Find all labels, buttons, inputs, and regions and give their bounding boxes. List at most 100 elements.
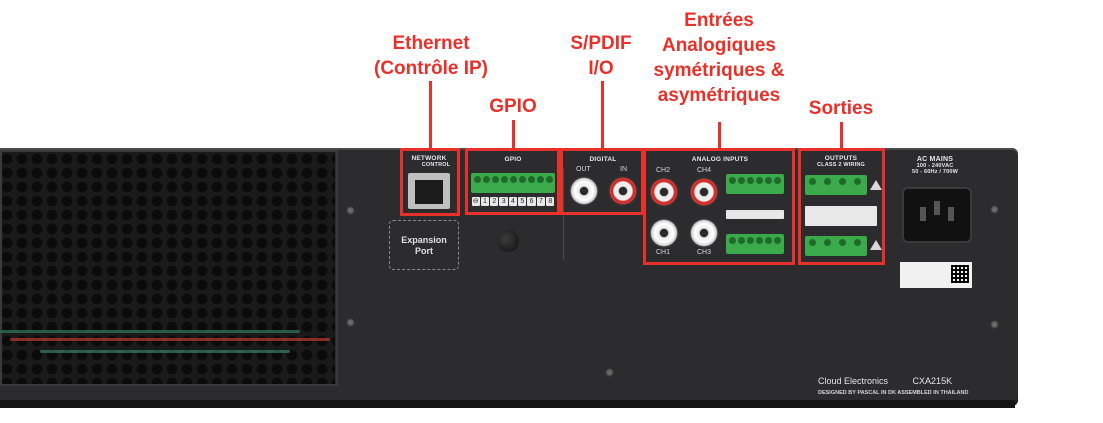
terminal-pin [774,177,781,184]
terminal-pin [729,177,736,184]
callout-spdif-line1: S/PDIF [570,33,632,54]
network-label-line1: NETWORK [411,155,447,162]
ground-post[interactable] [497,230,519,252]
internal-wire-red [10,338,330,341]
ethernet-port-socket [415,180,443,204]
analog-ch3-jack[interactable] [689,218,719,248]
callout-gpio: GPIO [489,96,537,117]
gpio-pin-label: ⊖ [471,197,480,206]
digital-in-label: IN [620,166,627,173]
outputs-label-line2: CLASS 2 WIRING [816,162,866,168]
leader-gpio [512,120,515,149]
outputs-terminal-bottom[interactable] [805,236,867,256]
inlet-pin [948,207,954,221]
warning-icon [870,240,882,250]
outputs-terminal-top[interactable] [805,175,867,195]
leader-ethernet [429,81,432,149]
gpio-pin-label: 5 [518,197,527,206]
callout-analog-line2: Analogiques [661,35,776,56]
internal-wire-green [0,330,300,333]
analog-ch4-label: CH4 [697,167,712,174]
ac-mains-line1: 100 - 240VAC [916,163,954,169]
gpio-pin-label: 3 [499,197,508,206]
analog-ch4-jack[interactable] [689,177,719,207]
callout-analog-line4: asymétriques [657,85,781,106]
analog-terminal-ch3-ch4[interactable] [726,234,784,254]
internal-wire-teal [40,350,290,353]
terminal-pin [854,178,861,185]
terminal-pin [824,239,831,246]
analog-ch3-label: CH3 [697,249,712,256]
callout-ethernet-line1: Ethernet [392,33,470,54]
terminal-pin [546,176,553,183]
qr-code-icon [951,265,969,283]
terminal-pin [809,178,816,185]
gpio-pin-label: 6 [527,197,536,206]
screw [605,368,614,377]
gpio-pin-label: 4 [508,197,518,206]
leader-analog [718,122,721,149]
expansion-line2: Port [415,246,433,256]
ac-mains-title: AC MAINS [916,156,954,163]
terminal-pin [747,177,754,184]
terminal-pin [765,177,772,184]
callout-spdif-line2: I/O [588,58,614,79]
ac-power-inlet[interactable] [902,187,972,243]
gpio-pin-label: 1 [480,197,490,206]
leader-spdif [601,81,604,149]
terminal-pin [747,237,754,244]
network-label-line2: CONTROL [421,162,451,168]
ethernet-port[interactable] [408,173,450,209]
callout-analog: Entrées Analogiques symétriques & asymét… [640,8,798,108]
analog-pin-legend [726,210,784,219]
chassis-bottom-edge [0,400,1015,408]
terminal-pin [824,178,831,185]
terminal-pin [854,239,861,246]
terminal-pin [519,176,526,183]
terminal-pin [774,237,781,244]
terminal-pin [809,239,816,246]
outputs-label-line1: OUTPUTS [824,155,858,162]
gpio-label: GPIO [504,156,522,163]
terminal-pin [756,237,763,244]
highlight-gpio [465,148,560,215]
terminal-pin [729,237,736,244]
spdif-in-jack[interactable] [608,176,638,206]
analog-terminal-ch1-ch2[interactable] [726,174,784,194]
spdif-out-jack[interactable] [569,176,599,206]
analog-ch1-jack[interactable] [649,218,679,248]
terminal-pin [839,239,846,246]
callout-analog-line1: Entrées [684,10,754,31]
ac-mains-line2: 50 - 60Hz / 700W [912,169,958,175]
terminal-pin [839,178,846,185]
gpio-terminal-block[interactable] [471,173,555,193]
warning-icon [870,180,882,190]
terminal-pin [474,176,481,183]
outputs-wiring-legend [805,206,877,226]
brand-line: Cloud Electronics CXA215K [818,376,952,386]
designed-by-text: DESIGNED BY PASCAL IN DK ASSEMBLED IN TH… [818,390,969,396]
highlight-spdif [560,148,644,215]
callout-ethernet-line2: (Contrôle IP) [374,58,488,79]
gpio-pin-labels: ⊖ 1 2 3 4 5 6 7 8 [471,197,555,207]
terminal-pin [528,176,535,183]
terminal-pin [483,176,490,183]
analog-ch2-jack[interactable] [649,177,679,207]
gpio-pin-label: 2 [490,197,499,206]
gpio-pin-label: 8 [546,197,555,206]
terminal-pin [537,176,544,183]
serial-barcode-label [900,262,972,288]
analog-ch1-label: CH1 [656,249,671,256]
highlight-ethernet [400,148,460,216]
terminal-pin [738,177,745,184]
terminal-pin [765,237,772,244]
leader-outputs [840,122,843,149]
terminal-pin [510,176,517,183]
highlight-outputs [798,148,885,265]
brand-name: Cloud Electronics [818,376,889,386]
screw [346,206,355,215]
outputs-label: OUTPUTS CLASS 2 WIRING [803,155,879,168]
analog-inputs-label: ANALOG INPUTS [691,156,749,163]
inlet-pin [934,201,940,215]
expansion-port[interactable]: Expansion Port [389,220,459,270]
